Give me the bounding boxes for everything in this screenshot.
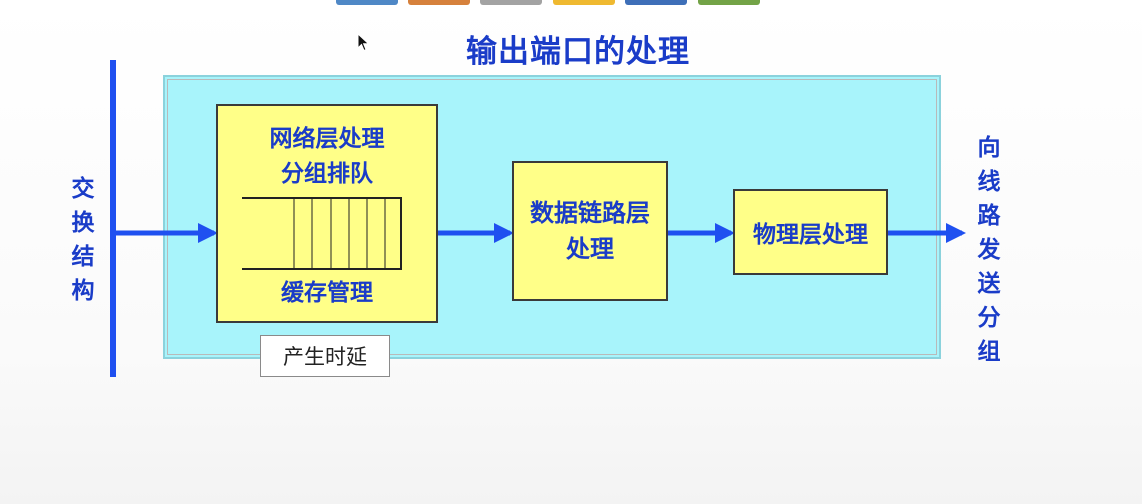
dark-blue-tab[interactable] — [625, 0, 687, 5]
processing-label: 处理 — [566, 235, 614, 263]
green-tab[interactable] — [698, 0, 760, 5]
physical-layer-block: 物理层处理 — [733, 189, 888, 275]
vertical-char: 交 — [71, 176, 95, 202]
vertical-char: 线 — [977, 169, 1001, 195]
vertical-char: 分 — [977, 305, 1001, 331]
color-tab-strip — [336, 0, 768, 6]
orange-tab[interactable] — [408, 0, 470, 5]
physical-layer-label: 物理层处理 — [753, 222, 868, 248]
gray-tab[interactable] — [480, 0, 542, 5]
delay-note: 产生时延 — [260, 335, 390, 377]
vertical-char: 发 — [977, 237, 1001, 263]
blue-tab[interactable] — [336, 0, 398, 5]
vertical-char: 路 — [977, 203, 1001, 229]
yellow-tab[interactable] — [553, 0, 615, 5]
data-link-layer-label: 数据链路层 — [530, 199, 650, 227]
packet-queue-title: 分组排队 — [281, 161, 373, 187]
data-link-layer-block: 数据链路层 处理 — [512, 161, 668, 301]
vertical-char: 换 — [71, 210, 95, 236]
queue-buffer — [242, 197, 402, 270]
mouse-pointer-icon — [357, 33, 370, 52]
network-layer-title: 网络层处理 — [269, 126, 385, 152]
vertical-char: 构 — [71, 278, 95, 304]
vertical-char: 组 — [977, 339, 1001, 365]
buffer-management-label: 缓存管理 — [281, 280, 373, 306]
network-layer-block: 网络层处理 分组排队 缓存管理 — [216, 104, 438, 323]
vertical-char: 向 — [977, 135, 1001, 161]
vertical-char: 结 — [71, 244, 95, 270]
vertical-char: 送 — [977, 271, 1001, 297]
switch-fabric-label: 交换结构 — [66, 172, 100, 308]
diagram-title: 输出端口的处理 — [466, 34, 690, 70]
send-to-line-label: 向线路发送分组 — [972, 131, 1006, 369]
